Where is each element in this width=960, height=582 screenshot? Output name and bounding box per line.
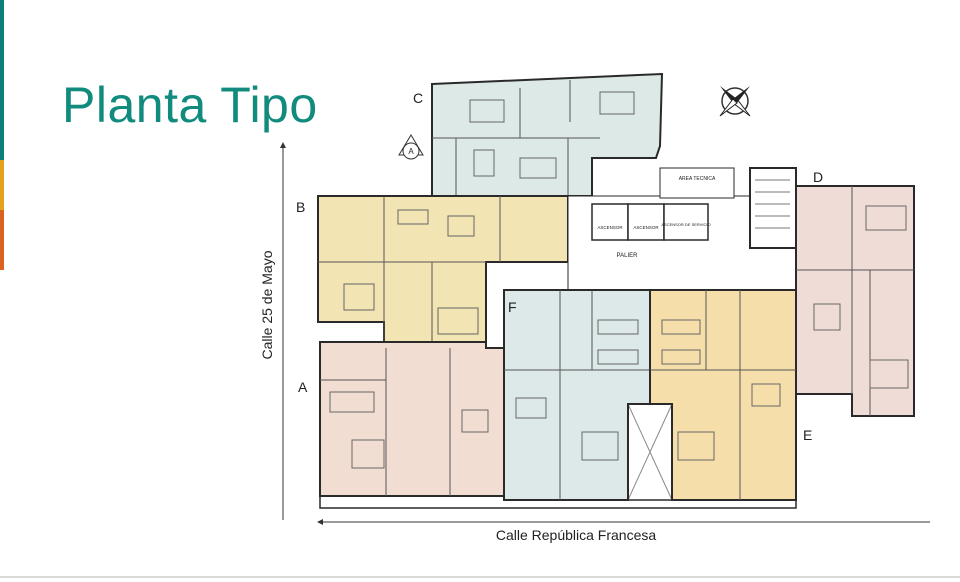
- section-marker-label: A: [408, 147, 414, 156]
- footer-divider: [0, 576, 960, 578]
- unit-label-f: F: [508, 299, 517, 315]
- unit-label-b: B: [296, 199, 305, 215]
- unit-c: [431, 72, 664, 197]
- accent-bar-yellow: [0, 160, 4, 210]
- bottom-street-label: Calle República Francesa: [496, 527, 657, 543]
- ascensor-2-label: ASCENSOR: [633, 225, 659, 230]
- ascensor-1-label: ASCENSOR: [597, 225, 623, 230]
- ascensor-servicio-label: ASCENSOR DE SERVICIO: [661, 222, 710, 227]
- area-tecnica-label: AREA TECNICA: [679, 176, 716, 182]
- unit-label-c: C: [413, 90, 423, 106]
- section-marker-icon: A: [398, 134, 424, 160]
- unit-a: [319, 341, 505, 497]
- side-street-label: Calle 25 de Mayo: [259, 250, 275, 359]
- unit-label-d: D: [813, 169, 823, 185]
- core: PALIER AREA TECNICA ASCENSOR ASCENSOR AS…: [567, 167, 797, 501]
- balcony-outline: [319, 496, 797, 509]
- page-title: Planta Tipo: [62, 77, 318, 133]
- unit-label-e: E: [803, 427, 812, 443]
- unit-f: [503, 289, 651, 501]
- accent-bar-teal: [0, 0, 4, 160]
- compass-rose-icon: [719, 86, 751, 117]
- accent-bar-orange: [0, 210, 4, 270]
- unit-e: [649, 289, 797, 501]
- accent-sidebar: [0, 0, 4, 270]
- palier-label: PALIER: [617, 253, 639, 259]
- unit-d: [795, 185, 915, 417]
- unit-label-a: A: [298, 379, 308, 395]
